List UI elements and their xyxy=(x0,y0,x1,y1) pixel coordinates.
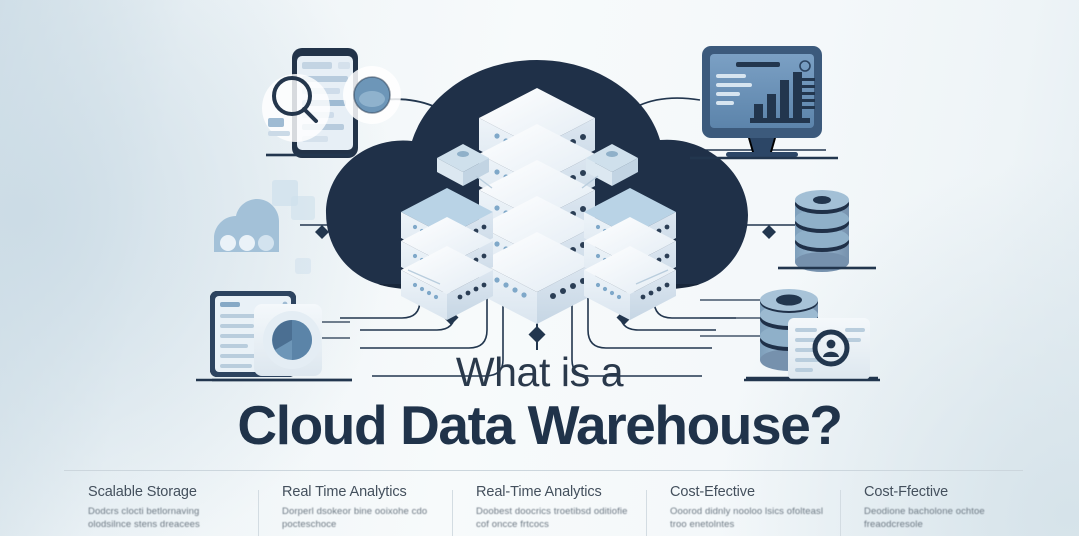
caption-item-scalable-storage: Scalable Storage Dodcrs clocti betlornav… xyxy=(64,484,258,532)
cube-node-right xyxy=(586,144,638,186)
caption-item-cost-effective-2: Cost-Ffective Deodione bacholone ochtoe … xyxy=(840,484,1034,536)
caption-body: Doobest doocrics troetibsd oditiofie cof… xyxy=(476,506,628,530)
magnifier-icon xyxy=(262,74,330,142)
server-stack-right xyxy=(584,188,676,320)
title-line-2: Cloud Data Warehouse? xyxy=(237,394,843,456)
desktop-monitor-dashboard xyxy=(690,46,838,160)
database-cylinder xyxy=(795,190,849,272)
caption-item-cost-effective: Cost-Efective Ooorod didnly nooloo lsics… xyxy=(646,484,840,536)
caption-body: Ooorod didnly nooloo lsics ofolteasl tro… xyxy=(670,506,824,530)
users-cloud-icon xyxy=(214,199,279,252)
caption-item-real-time-analytics: Real Time Analytics Dorperl dsokeor bine… xyxy=(258,484,452,536)
caption-heading: Scalable Storage xyxy=(88,484,197,500)
caption-body: Deodione bacholone ochtoe freaodcresole xyxy=(864,506,985,530)
caption-body: Dodcrs clocti betlornaving olodsilnce st… xyxy=(88,506,200,530)
lens-icon xyxy=(343,66,401,124)
server-stack-center xyxy=(479,88,595,324)
caption-divider xyxy=(64,470,1023,471)
security-card xyxy=(788,318,870,380)
caption-heading: Real Time Analytics xyxy=(282,484,407,500)
decor-squares xyxy=(272,180,315,274)
caption-heading: Cost-Ffective xyxy=(864,484,949,500)
caption-item-real-time-analytics-2: Real-Time Analytics Doobest doocrics tro… xyxy=(452,484,646,536)
cube-node-left xyxy=(437,144,489,186)
caption-heading: Real-Time Analytics xyxy=(476,484,602,500)
baseline-rules xyxy=(196,153,880,382)
title-line-1: What is a xyxy=(455,349,624,395)
server-stack-left xyxy=(401,188,493,320)
cube-links xyxy=(407,175,669,285)
caption-heading: Cost-Efective xyxy=(670,484,755,500)
caption-body: Dorperl dsokeor bine ooixohe cdo poctesc… xyxy=(282,506,428,530)
pie-chart-card xyxy=(254,304,322,376)
caption-row: Scalable Storage Dodcrs clocti betlornav… xyxy=(64,484,1079,536)
page-title: What is a Cloud Data Warehouse? xyxy=(0,352,1079,455)
